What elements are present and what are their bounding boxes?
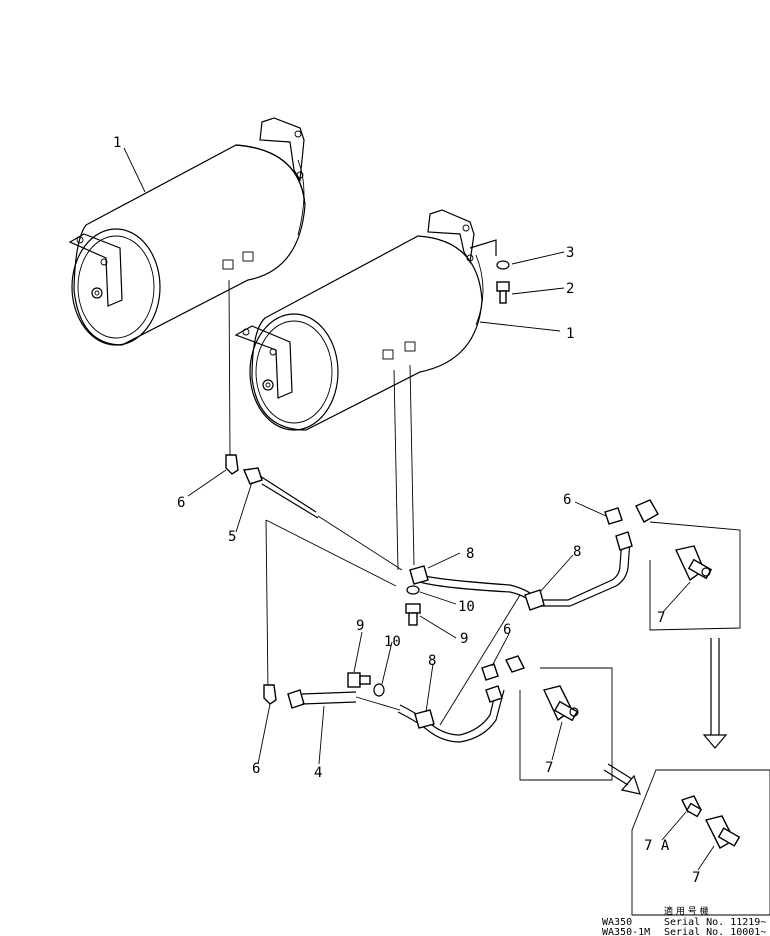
arrow-down [702, 638, 728, 749]
callout-elbow-6-left: 6 [177, 495, 185, 511]
serial-number-note: 適 用 号 機 WA350 Serial No. 11219~ WA350-1M… [602, 905, 766, 936]
callout-washer-10-a: 10 [458, 599, 475, 615]
callout-bolt-2: 2 [566, 281, 574, 297]
callout-clamp-8-b: 8 [573, 544, 581, 560]
serial-note-header: 適 用 号 機 [664, 905, 709, 917]
callout-elbow-6-right-mid: 6 [503, 622, 511, 638]
callout-elbow-6-bottom: 6 [252, 761, 260, 777]
serial-row2-model: WA350-1M [602, 927, 650, 936]
leader-lines [123, 147, 715, 871]
callout-washer-3: 3 [566, 245, 574, 261]
callout-labels: 1 1 3 2 6 5 8 8 10 9 9 10 8 6 6 7 7 6 4 … [113, 135, 700, 886]
arrow-diagonal [603, 763, 641, 795]
callout-valve-7A: 7 A [644, 838, 670, 854]
callout-pipe-4: 4 [314, 765, 322, 781]
callout-valve-7-mid: 7 [545, 760, 553, 776]
callout-tank-upper: 1 [113, 135, 121, 151]
callout-bolt-9-b: 9 [356, 618, 364, 634]
air-tank-upper [68, 117, 306, 346]
callout-valve-7-upper: 7 [657, 610, 665, 626]
bracket-detail [469, 239, 510, 304]
callout-clamp-8-c: 8 [428, 653, 436, 669]
serial-row1-serial: Serial No. 11219~ [664, 917, 766, 928]
callout-bolt-9-a: 9 [460, 631, 468, 647]
callout-elbow-6-right-upper: 6 [563, 492, 571, 508]
callout-washer-10-b: 10 [384, 634, 401, 650]
valve-detail-box [631, 769, 770, 916]
callout-clamp-8-a: 8 [466, 546, 474, 562]
callout-valve-7-box: 7 [692, 870, 700, 886]
callout-pipe-5: 5 [228, 529, 236, 545]
callout-tank-lower: 1 [566, 326, 574, 342]
air-tank-lower [234, 209, 484, 431]
serial-row1-model: WA350 [602, 917, 632, 928]
valve-7-upper-box [649, 521, 741, 631]
valve-7-mid-box [519, 667, 613, 781]
piping [225, 279, 659, 743]
serial-row2-serial: Serial No. 10001~ [664, 927, 766, 936]
